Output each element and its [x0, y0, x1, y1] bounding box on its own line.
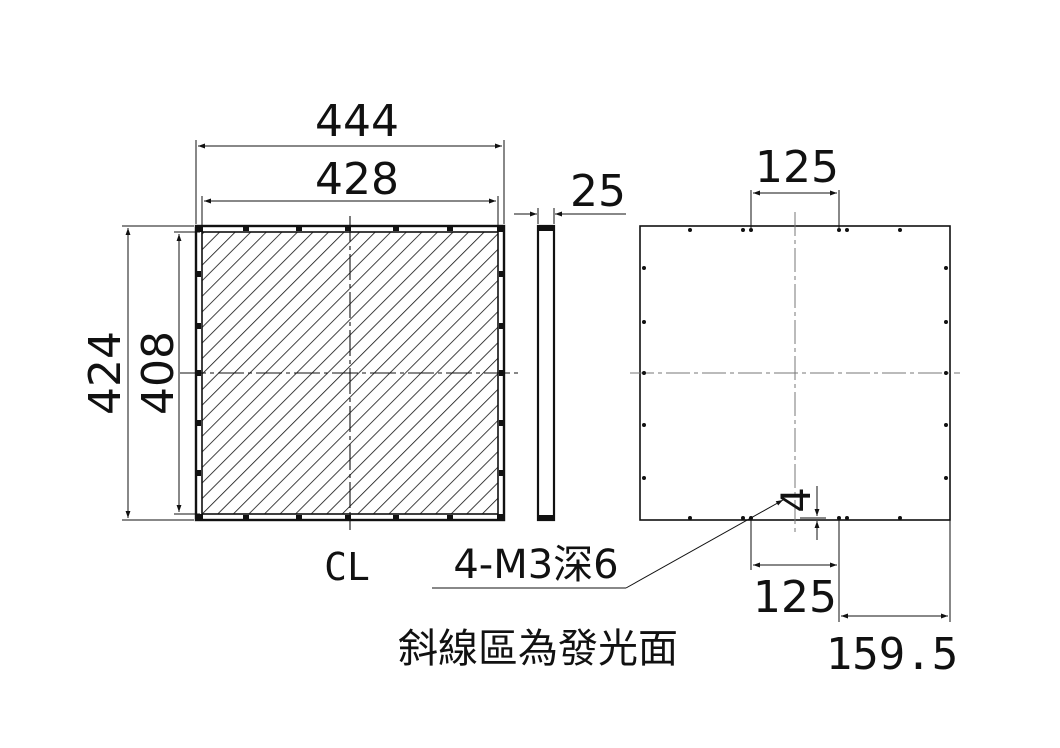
- dim-bottom-spacing: 125: [753, 572, 837, 623]
- dim-outer-width: 444: [315, 96, 399, 147]
- corner-block: [196, 226, 203, 232]
- corner-block: [497, 514, 504, 520]
- thread-leader: [625, 499, 784, 589]
- side-cap: [538, 226, 554, 231]
- mounting-holes: [642, 228, 948, 520]
- corner-block: [497, 226, 504, 232]
- side-cap: [538, 515, 554, 520]
- hatch-legend-note: 斜線區為發光面: [398, 626, 678, 672]
- rear-view: 125 125 159.5 4 4-M3深6: [432, 142, 960, 680]
- dim-inner-width: 428: [315, 154, 399, 205]
- centerline-label: CL: [324, 545, 370, 589]
- dim-thickness: 25: [570, 166, 626, 217]
- side-profile: [536, 224, 556, 522]
- dim-top-spacing: 125: [755, 142, 839, 193]
- thread-note: 4-M3深6: [453, 542, 618, 588]
- dim-hole-offset: 4: [774, 487, 820, 512]
- dim-edge-offset: 159.5: [826, 629, 958, 680]
- dim-inner-height: 408: [133, 331, 184, 415]
- side-view: 25: [514, 166, 626, 522]
- corner-block: [196, 514, 203, 520]
- dim-outer-height: 424: [80, 331, 131, 415]
- front-view: 444 428 424 408 CL: [80, 96, 522, 589]
- frame-tabs: [196, 226, 504, 520]
